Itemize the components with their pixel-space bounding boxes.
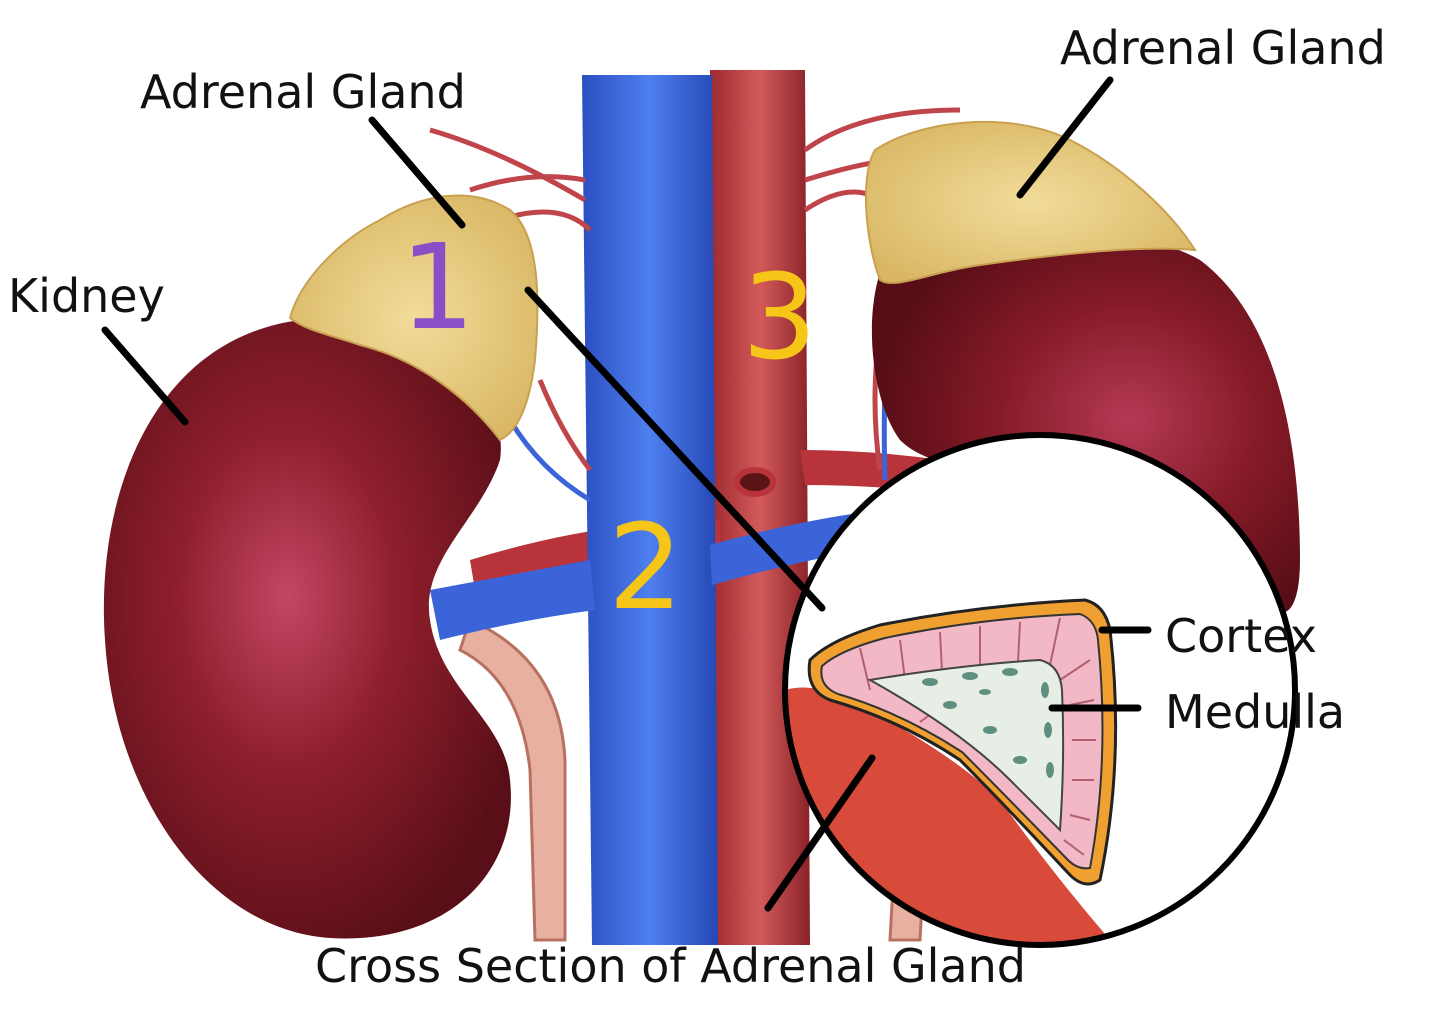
cross-section-magnifier — [782, 432, 1298, 948]
marker-2: 2 — [608, 498, 683, 636]
label-adrenal-gland-left: Adrenal Gland — [140, 65, 466, 119]
label-medulla: Medulla — [1165, 685, 1345, 739]
vena-cava — [582, 75, 718, 945]
renal-vein-left — [430, 560, 595, 640]
adrenal-medulla — [867, 658, 1065, 833]
label-kidney: Kidney — [8, 269, 165, 323]
left-adrenal-gland — [288, 194, 539, 442]
leader-kidney — [101, 326, 189, 426]
leader-adrenal-left — [368, 116, 466, 229]
leader-magnifier — [524, 286, 826, 612]
marker-1: 1 — [400, 218, 475, 356]
right-adrenal-gland — [864, 120, 1197, 284]
left-ureter — [458, 617, 567, 942]
leader-cross-section — [764, 754, 876, 912]
leader-adrenal-right — [1016, 76, 1114, 199]
label-cortex: Cortex — [1165, 609, 1317, 663]
label-adrenal-gland-right: Adrenal Gland — [1060, 21, 1386, 75]
medulla-cells — [922, 668, 1054, 778]
marker-3: 3 — [742, 248, 817, 386]
left-kidney — [103, 319, 511, 939]
artery-stump — [734, 467, 776, 497]
label-cross-section: Cross Section of Adrenal Gland — [315, 939, 1026, 993]
